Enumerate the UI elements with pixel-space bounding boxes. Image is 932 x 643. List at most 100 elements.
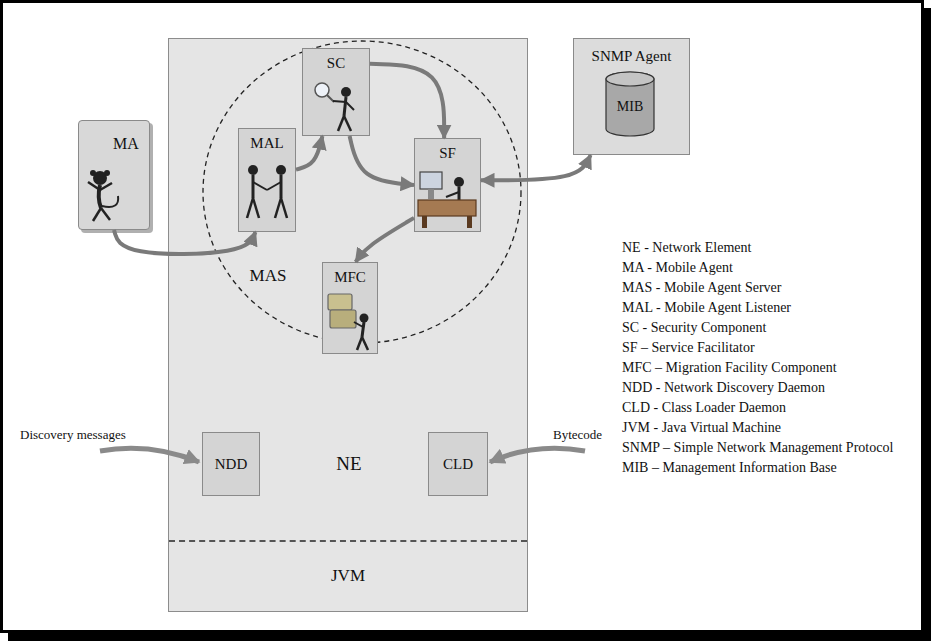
arrow-label: Discovery messages bbox=[20, 428, 126, 443]
text-slot: SNMP Agent bbox=[574, 47, 689, 65]
figure-body bbox=[458, 187, 461, 202]
arrow-label: Bytecode bbox=[553, 428, 602, 443]
flow-arrow bbox=[296, 136, 322, 170]
legend-entry: MAS - Mobile Agent Server bbox=[622, 278, 914, 298]
figure-leg bbox=[338, 116, 344, 131]
legend-entry: CLD - Class Loader Daemon bbox=[622, 398, 914, 418]
desk-figure bbox=[418, 172, 476, 228]
node-label: CLD bbox=[443, 456, 473, 473]
figure-tail bbox=[102, 196, 118, 207]
agent-figure bbox=[88, 170, 118, 221]
legend-entry: SC - Security Component bbox=[622, 318, 914, 338]
flow-arrow bbox=[481, 155, 591, 180]
figure-arm bbox=[346, 102, 354, 110]
flow-arrow bbox=[370, 64, 444, 138]
figure-body bbox=[362, 322, 364, 337]
component-box: MFC bbox=[322, 262, 378, 354]
flow-arrow bbox=[350, 136, 414, 185]
figure-ear bbox=[104, 170, 110, 176]
desk bbox=[418, 200, 476, 216]
figure-leg bbox=[247, 198, 253, 218]
inspector-figure bbox=[315, 83, 354, 131]
figure-head bbox=[341, 87, 351, 97]
figure-arm bbox=[88, 182, 100, 190]
component-box: SC bbox=[302, 48, 370, 136]
figure-body bbox=[252, 175, 255, 198]
desk-leg bbox=[422, 216, 427, 228]
legend-entry: MFC – Migration Facility Component bbox=[622, 358, 914, 378]
cylinder-top bbox=[606, 72, 654, 86]
text-slot: MIB bbox=[605, 97, 655, 115]
figure-head bbox=[360, 314, 369, 323]
node-label: NE bbox=[336, 453, 361, 475]
frame-shadow bbox=[923, 8, 931, 640]
figure-arm bbox=[333, 101, 346, 102]
cylinder-body bbox=[606, 72, 654, 136]
desk-leg bbox=[467, 216, 472, 228]
figure-body bbox=[344, 97, 346, 116]
node-label: SF bbox=[439, 145, 456, 162]
figure-body bbox=[99, 185, 101, 208]
figure-leg bbox=[281, 198, 287, 218]
figure-head bbox=[93, 171, 107, 185]
figure-leg bbox=[93, 208, 101, 221]
frame-border bbox=[2, 2, 923, 632]
message-arrow bbox=[490, 448, 585, 462]
handshake-figures bbox=[247, 165, 287, 218]
component-box: MAL bbox=[238, 128, 296, 232]
migration-figure bbox=[328, 294, 369, 350]
monitor bbox=[420, 172, 442, 189]
luggage bbox=[330, 310, 356, 328]
figure-arm bbox=[100, 183, 112, 190]
figure-leg bbox=[275, 198, 281, 218]
legend-entry: MIB – Management Information Base bbox=[622, 458, 914, 478]
flow-arrow bbox=[114, 230, 255, 254]
node-label: NDD bbox=[215, 456, 248, 473]
figure-arm bbox=[446, 192, 459, 197]
legend-entry: MA - Mobile Agent bbox=[622, 258, 914, 278]
network-element-box: NE MAS SC MAL SF MFC NDD CLD JVM bbox=[168, 38, 528, 612]
text-slot: CLD bbox=[429, 455, 487, 473]
frame-shadow bbox=[8, 632, 931, 641]
component-box: SF bbox=[414, 138, 481, 232]
node-label: MA bbox=[113, 135, 139, 153]
figure-arm bbox=[267, 182, 281, 190]
figure-leg bbox=[101, 208, 110, 220]
node-label: SNMP Agent bbox=[592, 48, 672, 65]
figure-leg bbox=[357, 337, 362, 350]
text-slot: MA bbox=[101, 135, 151, 153]
figure-arm bbox=[253, 182, 267, 190]
platform-band: JVM bbox=[169, 540, 527, 611]
text-slot: JVM bbox=[169, 566, 527, 586]
figure-leg bbox=[253, 198, 259, 218]
figure-body bbox=[280, 175, 283, 198]
node-label: JVM bbox=[331, 566, 365, 586]
figure-arm bbox=[354, 322, 363, 327]
text-slot: NE bbox=[309, 453, 389, 475]
node-label: MIB bbox=[617, 99, 643, 115]
legend-entry: JVM - Java Virtual Machine bbox=[622, 418, 914, 438]
figure-ear bbox=[90, 170, 96, 176]
figure-head bbox=[454, 177, 464, 187]
database-cylinder: MIB bbox=[605, 72, 655, 136]
legend: NE - Network ElementMA - Mobile AgentMAS… bbox=[622, 238, 914, 478]
node-label: SC bbox=[327, 55, 345, 72]
legend-entry: NE - Network Element bbox=[622, 238, 914, 258]
magnifier-lens bbox=[315, 83, 329, 97]
message-arrow bbox=[100, 448, 199, 462]
text-slot: MAS bbox=[238, 266, 298, 286]
daemon-box: CLD bbox=[428, 432, 488, 496]
monitor-stand bbox=[428, 189, 434, 199]
legend-entry: SNMP – Simple Network Management Protoco… bbox=[622, 438, 914, 458]
agent-box: MA bbox=[78, 120, 150, 230]
legend-entry: MAL - Mobile Agent Listener bbox=[622, 298, 914, 318]
figure-leg bbox=[344, 116, 351, 131]
daemon-box: NDD bbox=[202, 432, 260, 496]
text-slot: SF bbox=[415, 144, 480, 162]
figure-head bbox=[276, 165, 286, 175]
